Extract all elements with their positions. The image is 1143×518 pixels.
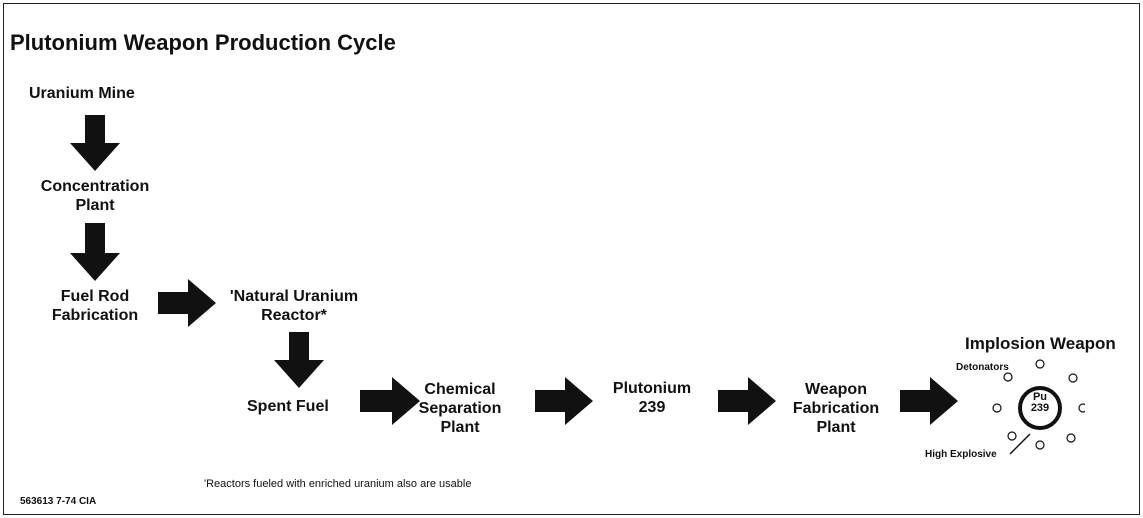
footnote: 'Reactors fueled with enriched uranium a… xyxy=(204,478,472,490)
step-concentration-plant: Concentration Plant xyxy=(40,178,150,214)
step-reactor: 'Natural Uranium Reactor* xyxy=(229,288,359,324)
step-plutonium-239: Plutonium 239 xyxy=(612,380,692,416)
step-chemical-separation-plant: Chemical Separation Plant xyxy=(418,381,502,436)
detonator-icon xyxy=(1003,372,1013,382)
right-arrow-5 xyxy=(900,377,958,425)
detonator-icon xyxy=(1066,433,1076,443)
explosive-pointer-line xyxy=(1009,433,1031,455)
diagram-frame xyxy=(3,3,1140,515)
implosion-weapon-illustration xyxy=(992,359,1085,455)
step-uranium-mine: Uranium Mine xyxy=(29,85,135,102)
detonator-icon xyxy=(1035,440,1045,450)
right-arrow-4 xyxy=(718,377,776,425)
right-arrow-2 xyxy=(360,377,420,425)
right-arrow-3 xyxy=(535,377,593,425)
detonators-label: Detonators xyxy=(956,362,1009,373)
plutonium-core-label: Pu 239 xyxy=(1030,391,1050,414)
detonator-icon xyxy=(1068,373,1078,383)
step-spent-fuel: Spent Fuel xyxy=(247,398,329,415)
detonator-icon xyxy=(1078,403,1085,413)
detonator-icon xyxy=(1035,359,1045,369)
down-arrow-1 xyxy=(70,115,120,171)
down-arrow-3 xyxy=(274,332,324,388)
step-weapon-fabrication-plant: Weapon Fabrication Plant xyxy=(792,381,880,436)
down-arrow-2 xyxy=(70,223,120,281)
high-explosive-label: High Explosive xyxy=(925,449,997,460)
detonator-icon xyxy=(1007,431,1017,441)
detonator-icon xyxy=(992,403,1002,413)
step-fuel-rod-fabrication: Fuel Rod Fabrication xyxy=(51,288,139,324)
implosion-weapon-title: Implosion Weapon xyxy=(965,334,1116,353)
plutonium-core-ring-icon xyxy=(1018,386,1062,430)
diagram-title: Plutonium Weapon Production Cycle xyxy=(10,30,396,55)
source-code: 563613 7-74 CIA xyxy=(20,496,97,507)
right-arrow-1 xyxy=(158,279,216,327)
